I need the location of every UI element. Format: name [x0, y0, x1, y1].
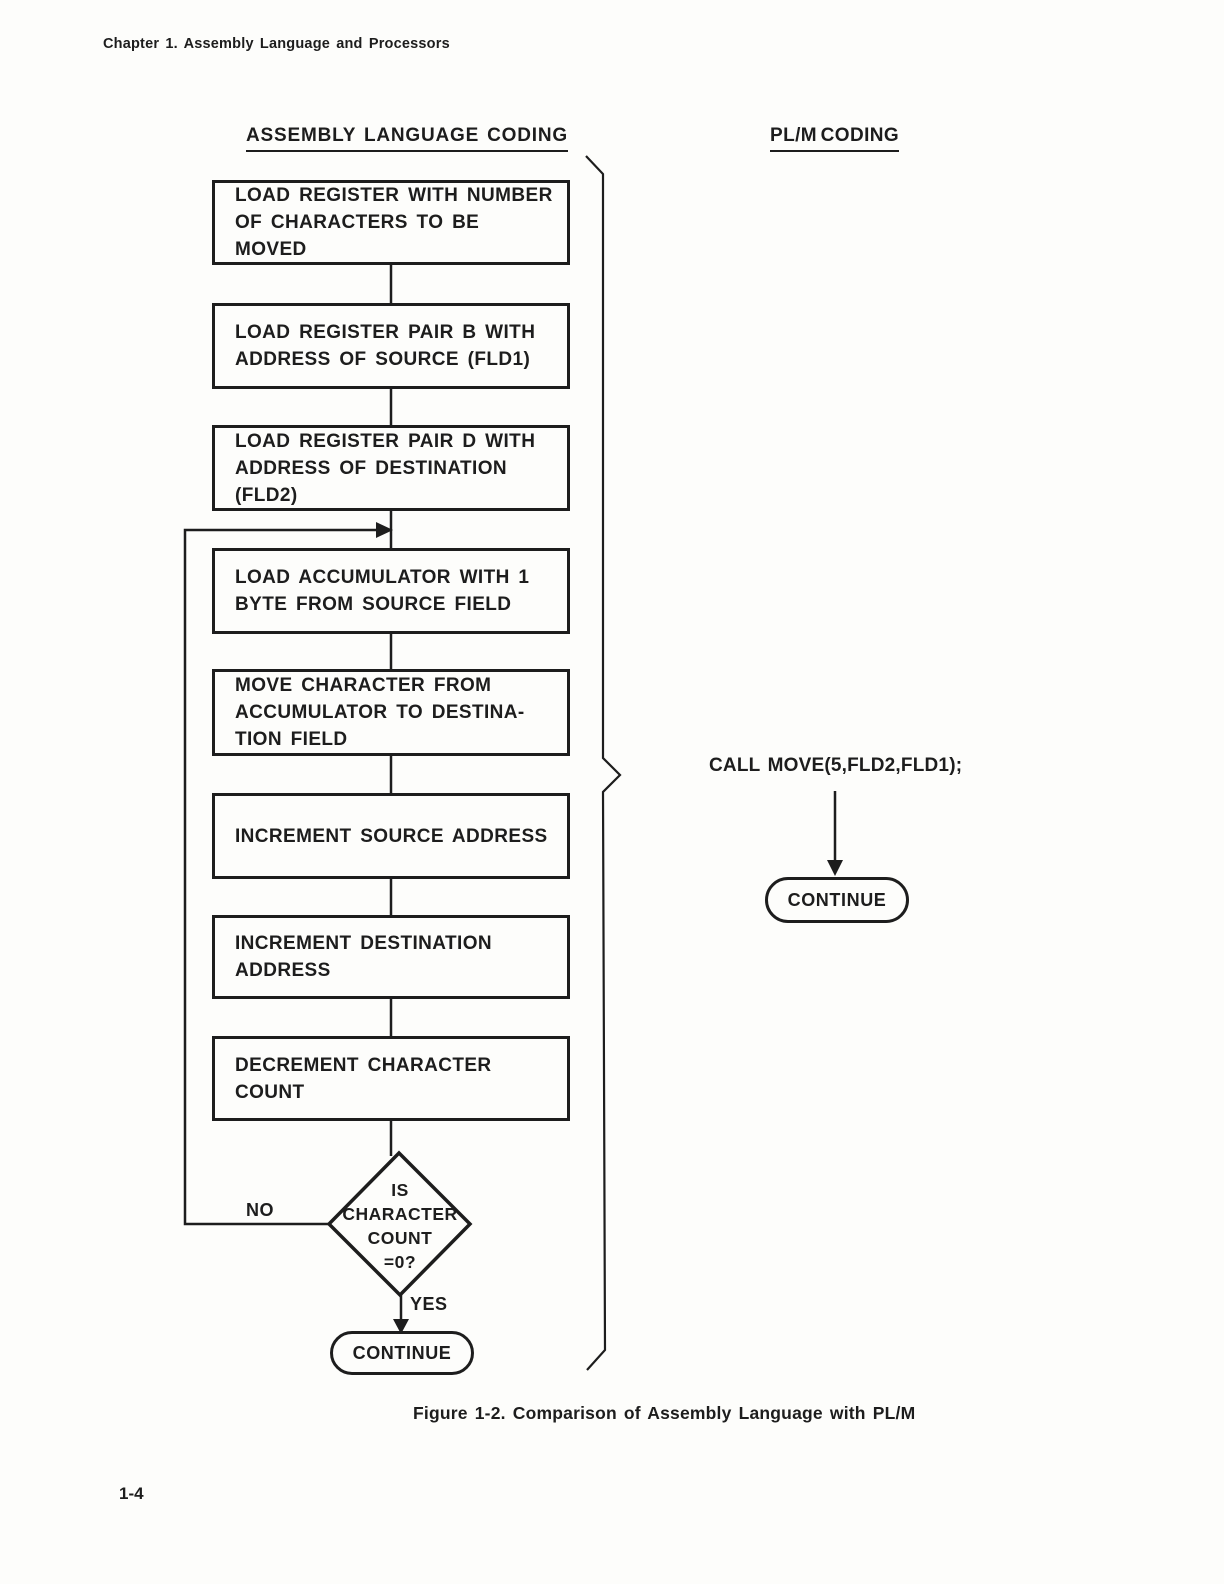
flow-box-move-character: MOVE CHARACTER FROM ACCUMULATOR TO DESTI… — [212, 669, 570, 756]
flow-box-increment-destination: INCREMENT DESTINATION ADDRESS — [212, 915, 570, 999]
chapter-header: Chapter 1. Assembly Language and Process… — [103, 36, 450, 52]
loop-back-arrowhead — [376, 522, 393, 538]
plm-continue-terminal: CONTINUE — [765, 877, 909, 923]
plm-arrowhead — [827, 860, 843, 876]
decision-diamond — [326, 1150, 473, 1298]
figure-caption: Figure 1-2. Comparison of Assembly Langu… — [413, 1403, 916, 1423]
flow-box-decrement-count: DECREMENT CHARACTER COUNT — [212, 1036, 570, 1121]
decision-label: IS CHARACTER COUNT =0? — [342, 1180, 458, 1272]
plm-call-statement: CALL MOVE(5,FLD2,FLD1); — [709, 755, 963, 776]
assembly-column-header: ASSEMBLY LANGUAGE CODING — [246, 125, 568, 152]
flow-box-load-pair-d: LOAD REGISTER PAIR D WITH ADDRESS OF DES… — [212, 425, 570, 511]
yes-arrowhead — [393, 1319, 409, 1334]
flow-box-load-accumulator: LOAD ACCUMULATOR WITH 1 BYTE FROM SOURCE… — [212, 548, 570, 634]
flow-box-increment-source: INCREMENT SOURCE ADDRESS — [212, 793, 570, 879]
no-branch-label: NO — [246, 1200, 274, 1220]
flow-box-load-pair-b: LOAD REGISTER PAIR B WITH ADDRESS OF SOU… — [212, 303, 570, 389]
page-number: 1-4 — [119, 1484, 144, 1503]
plm-column-header: PL/M CODING — [770, 125, 900, 152]
comparison-brace — [585, 155, 622, 1371]
flow-box-load-count: LOAD REGISTER WITH NUMBER OF CHARACTERS … — [212, 180, 570, 265]
assembly-continue-terminal: CONTINUE — [330, 1331, 474, 1375]
yes-branch-label: YES — [410, 1294, 448, 1314]
loop-back-line — [183, 528, 378, 1226]
